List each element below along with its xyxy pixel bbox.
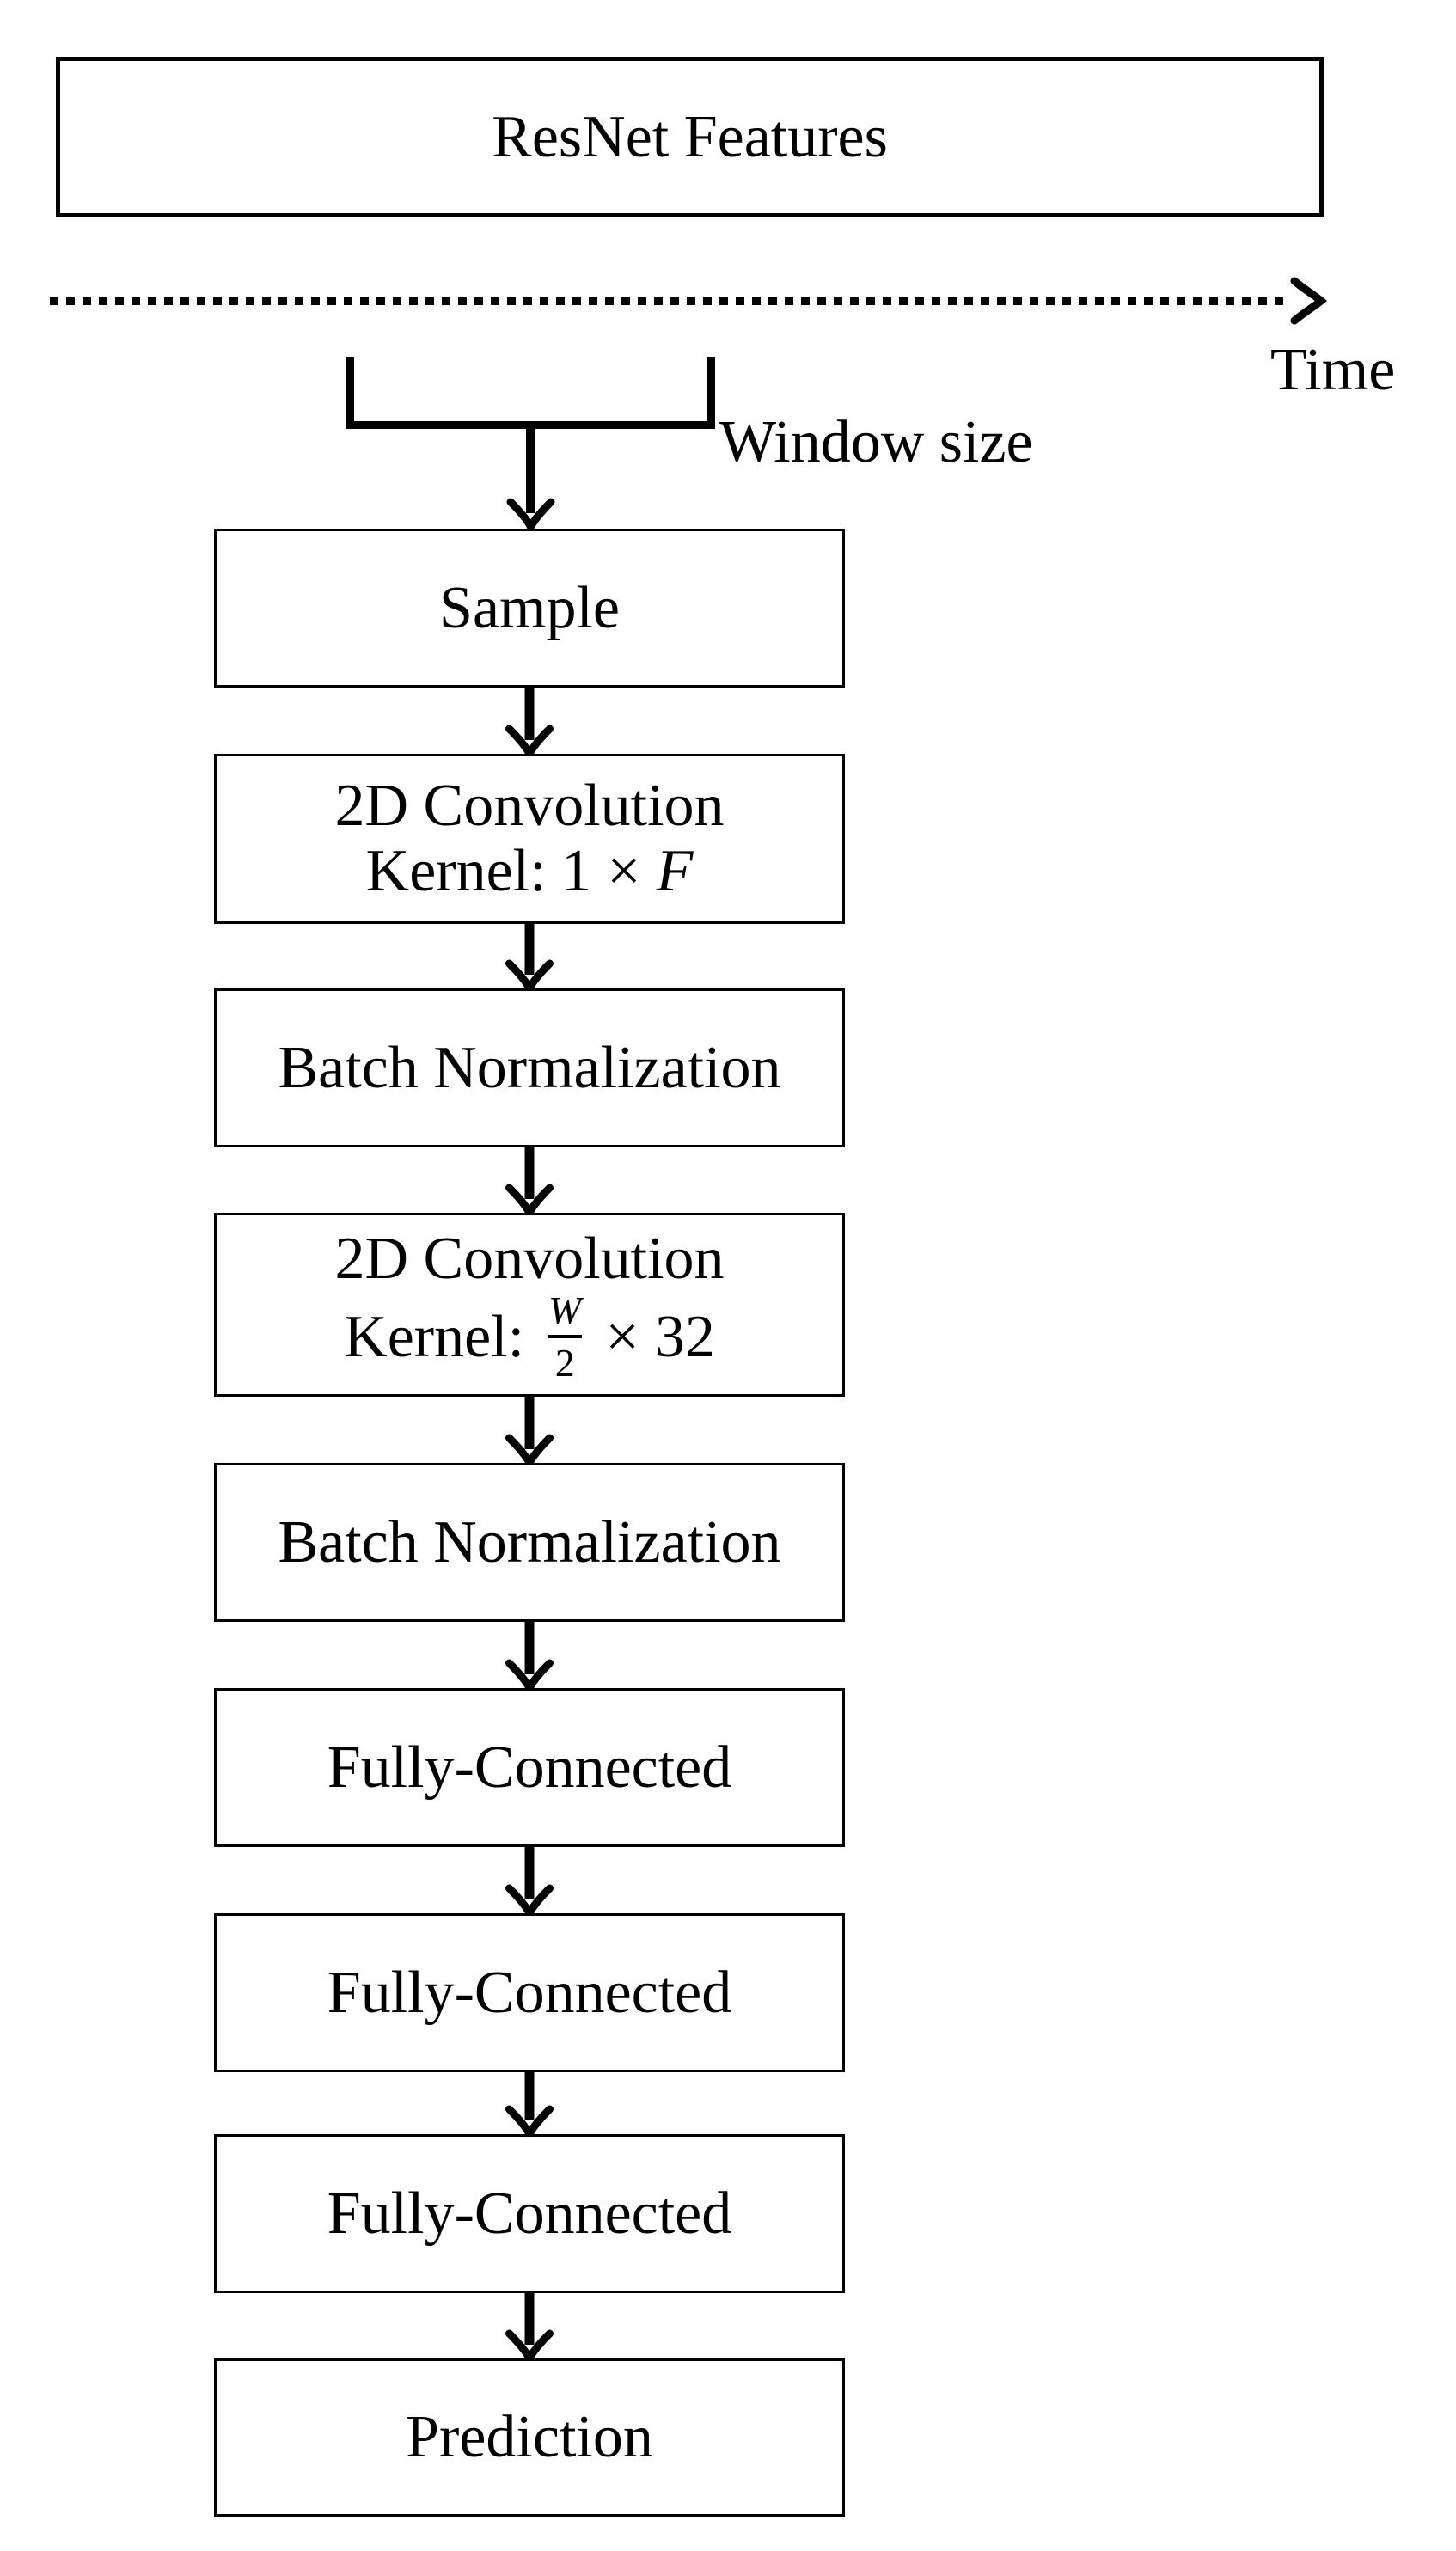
conv1-kernel-variable: F — [656, 838, 694, 904]
conv1-title: 2D Convolution — [334, 773, 725, 840]
conv1-box: 2D Convolution Kernel: 1 × F — [214, 754, 845, 924]
window-bracket-icon — [346, 357, 715, 429]
fully-connected-3-box: Fully-Connected — [214, 2134, 845, 2293]
conv2-title: 2D Convolution — [334, 1225, 725, 1292]
prediction-box: Prediction — [214, 2358, 845, 2517]
arrow-sample-to-conv1 — [505, 687, 554, 763]
arrow-bn1-to-conv2 — [505, 1147, 554, 1222]
batch-normalization-1-label: Batch Normalization — [278, 1034, 781, 1101]
sample-label: Sample — [439, 574, 620, 641]
arrow-window-to-sample — [506, 427, 555, 536]
times-symbol: × — [607, 838, 641, 904]
fully-connected-1-label: Fully-Connected — [327, 1734, 732, 1801]
fully-connected-2-box: Fully-Connected — [214, 1913, 845, 2072]
conv2-kernel-operand: 32 — [654, 1304, 715, 1370]
batch-normalization-1-box: Batch Normalization — [214, 988, 845, 1147]
batch-normalization-2-label: Batch Normalization — [278, 1508, 781, 1575]
arrow-fc2-to-fc3 — [505, 2071, 554, 2144]
resnet-features-label: ResNet Features — [492, 103, 888, 170]
conv1-kernel-line: Kernel: 1 × F — [366, 839, 694, 904]
conv2-kernel-line: Kernel: W 2 × 32 — [344, 1291, 715, 1383]
time-axis-label: Time — [1270, 337, 1396, 403]
fraction-numerator: W — [548, 1288, 582, 1333]
window-size-label: Window size — [719, 409, 1033, 475]
w-over-2-fraction: W 2 — [541, 1291, 588, 1383]
arrow-fc3-to-prediction — [505, 2292, 554, 2368]
sample-box: Sample — [214, 529, 845, 688]
resnet-features-box: ResNet Features — [56, 57, 1324, 217]
fully-connected-3-label: Fully-Connected — [327, 2180, 732, 2247]
fully-connected-2-label: Fully-Connected — [327, 1959, 732, 2026]
conv1-kernel-prefix: Kernel: 1 — [365, 838, 592, 904]
batch-normalization-2-box: Batch Normalization — [214, 1463, 845, 1622]
time-axis-arrowhead-icon — [1290, 277, 1327, 325]
conv2-box: 2D Convolution Kernel: W 2 × 32 — [214, 1213, 845, 1397]
times-symbol: × — [605, 1304, 639, 1370]
arrow-fc1-to-fc2 — [505, 1846, 554, 1923]
arrow-bn2-to-fc1 — [505, 1621, 554, 1698]
conv2-kernel-prefix: Kernel: — [344, 1304, 525, 1370]
arrow-conv2-to-bn2 — [505, 1396, 554, 1472]
fully-connected-1-box: Fully-Connected — [214, 1688, 845, 1847]
prediction-label: Prediction — [406, 2404, 653, 2471]
fraction-denominator: 2 — [548, 1335, 582, 1383]
arrow-conv1-to-bn1 — [505, 923, 554, 998]
